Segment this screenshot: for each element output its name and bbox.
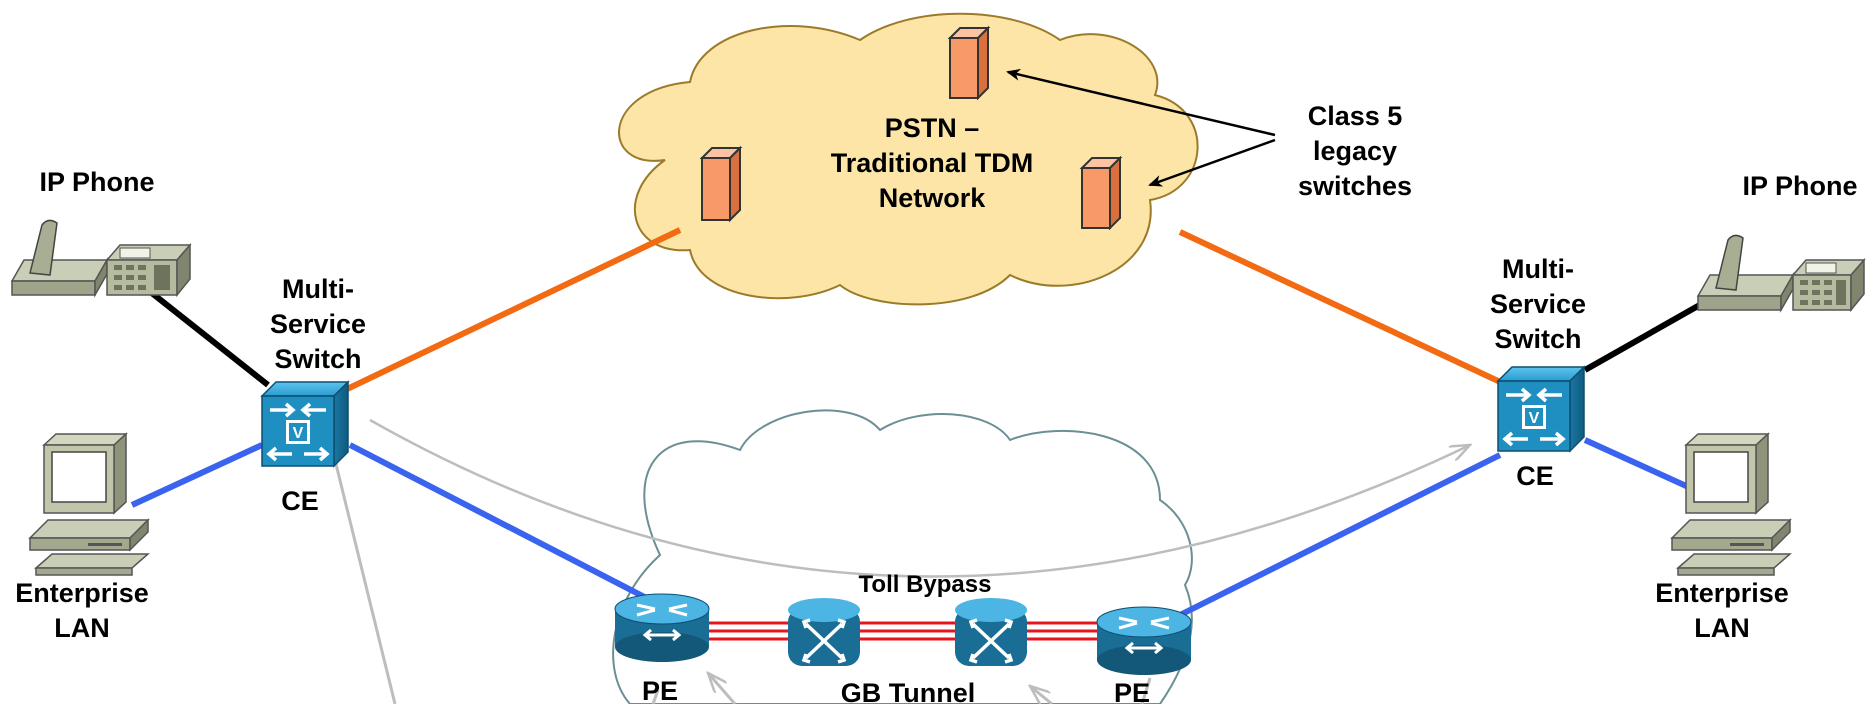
right-ce-pe-link xyxy=(1178,452,1502,618)
router-icon xyxy=(614,593,710,662)
left-tdm-link xyxy=(343,227,682,393)
gb-tunnel-label: GB Tunnel xyxy=(841,678,976,704)
atm-switch-icon xyxy=(788,598,860,666)
pstn-label-line2: Traditional TDM xyxy=(831,148,1034,178)
left-switch-label-line2: Service xyxy=(270,309,366,339)
left-switch-label-line3: Switch xyxy=(274,344,361,374)
class5-label-line3: switches xyxy=(1298,171,1412,201)
right-lan-link xyxy=(1583,437,1697,493)
legacy-switch-icon xyxy=(699,145,743,223)
left-ce-down-flow xyxy=(333,459,397,704)
pstn-label-line3: Network xyxy=(879,183,987,213)
class5-arrow-top xyxy=(1006,68,1276,137)
workstation-icon xyxy=(28,432,150,576)
pe-right-flow xyxy=(1140,677,1152,704)
router-icon xyxy=(1096,606,1192,675)
left-lan-label-line1: Enterprise xyxy=(15,578,149,608)
left-phone-link xyxy=(146,287,270,388)
right-switch-label-line2: Service xyxy=(1490,289,1586,319)
left-ce-pe-link xyxy=(348,442,662,608)
right-switch-label-line1: Multi- xyxy=(1502,254,1574,284)
left-switch-label-line1: Multi- xyxy=(282,274,354,304)
right-tdm-link xyxy=(1178,229,1530,398)
svg-text:V: V xyxy=(293,425,304,442)
toll-bypass-flow-arrow xyxy=(369,418,1470,578)
workstation-icon xyxy=(1670,432,1792,576)
toll-bypass-label: Toll Bypass xyxy=(859,571,992,598)
class5-arrow-bottom xyxy=(1148,138,1276,187)
left-lan-label-line2: LAN xyxy=(54,613,110,643)
ip-phone-icon xyxy=(1696,234,1866,313)
multiservice-switch-icon: V xyxy=(1496,365,1586,453)
pe-right-label: PE xyxy=(1114,678,1150,704)
legacy-switch-icon xyxy=(947,25,991,101)
right-ce-label: CE xyxy=(1516,461,1554,491)
right-lan-label-line1: Enterprise xyxy=(1655,578,1789,608)
gb-tunnel xyxy=(700,621,1120,641)
right-lan-label-line2: LAN xyxy=(1694,613,1750,643)
atm-switch-icon xyxy=(955,598,1027,666)
pe-left-label: PE xyxy=(642,676,678,704)
pe-up-arrow-1 xyxy=(708,673,737,704)
left-ce-label: CE xyxy=(281,486,319,516)
pstn-cloud xyxy=(618,12,1199,306)
class5-label-line1: Class 5 xyxy=(1308,101,1403,131)
pe-left-flow xyxy=(651,689,660,704)
ip-phone-icon xyxy=(10,219,192,298)
right-phone-link xyxy=(1583,299,1707,373)
legacy-switch-icon xyxy=(1079,155,1123,231)
multiservice-switch-icon: V xyxy=(260,380,350,468)
left-lan-link xyxy=(130,442,264,508)
pstn-label-line1: PSTN – xyxy=(885,113,980,143)
svg-text:V: V xyxy=(1529,410,1540,427)
right-ip-phone-label: IP Phone xyxy=(1742,171,1857,201)
right-switch-label-line3: Switch xyxy=(1494,324,1581,354)
class5-label-line2: legacy xyxy=(1313,136,1397,166)
pe-up-arrow-2 xyxy=(1030,686,1053,704)
left-ip-phone-label: IP Phone xyxy=(39,167,154,197)
